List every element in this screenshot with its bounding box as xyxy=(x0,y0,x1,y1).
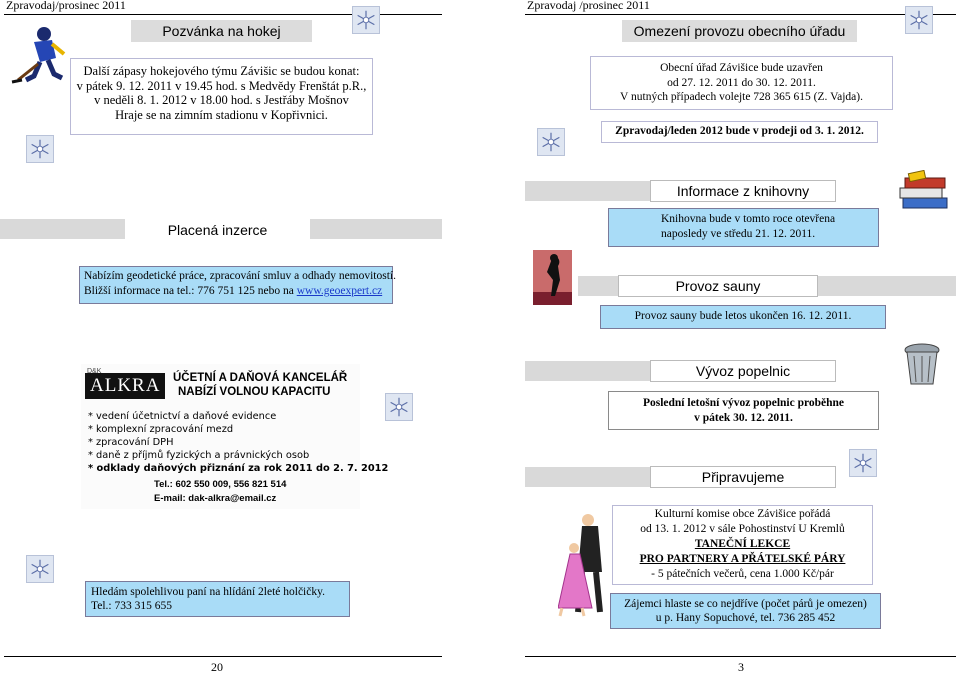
library-text: Knihovna bude v tomto roce otevřena napo… xyxy=(608,212,861,242)
waste-title: Vývoz popelnic xyxy=(650,360,836,382)
library-box xyxy=(608,208,879,247)
upcoming-text: Kulturní komise obce Závišice pořádá od … xyxy=(612,507,873,582)
geodetic-contact: Bližší informace na tel.: 776 751 125 ne… xyxy=(84,285,297,297)
library-line-2: naposledy ve středu 21. 12. 2011. xyxy=(661,228,816,240)
office-title: Omezení provozu obecního úřadu xyxy=(622,20,857,42)
library-title: Informace z knihovny xyxy=(650,180,836,202)
geodetic-link[interactable]: www.geoexpert.cz xyxy=(296,285,383,297)
alkra-logo: ALKRA xyxy=(85,373,166,399)
upcoming-line-4: PRO PARTNERY A PŘÁTELSKÉ PÁRY xyxy=(639,553,846,565)
ads-bar-right xyxy=(310,219,442,239)
hockey-text: Další zápasy hokejového týmu Závišic se … xyxy=(70,64,373,122)
snowflake-icon xyxy=(905,6,933,34)
office-line-2: od 27. 12. 2011 do 30. 12. 2011. xyxy=(667,76,816,89)
hockey-box xyxy=(70,58,373,135)
hockey-player-icon xyxy=(4,24,70,86)
alkra-services: * vedení účetnictví a daňové evidence * … xyxy=(88,410,388,475)
alkra-item: * daně z příjmů fyzických a právnických … xyxy=(88,450,310,461)
hockey-line-2: v pátek 9. 12. 2011 v 19.45 hod. s Medvě… xyxy=(76,78,367,93)
ads-title: Placená inzerce xyxy=(167,222,268,238)
waste-line-2: v pátek 30. 12. 2011. xyxy=(694,412,793,424)
alkra-item: * zpracování DPH xyxy=(88,437,174,448)
right-page-header: Zpravodaj /prosinec 2011 xyxy=(527,0,650,12)
upcoming-line-1: Kulturní komise obce Závišice pořádá xyxy=(654,508,831,520)
hockey-line-3: v neděli 8. 1. 2012 v 18.00 hod. s Jestř… xyxy=(94,93,349,107)
left-footer-rule xyxy=(4,656,442,657)
geodetic-line-2: Bližší informace na tel.: 776 751 125 ne… xyxy=(84,284,396,299)
left-page-header: Zpravodaj/prosinec 2011 xyxy=(6,0,126,12)
dancing-couple-icon xyxy=(557,512,610,620)
trash-can-icon xyxy=(901,340,943,388)
newsletter-box xyxy=(601,121,878,143)
snowflake-icon xyxy=(385,393,413,421)
waste-line-1: Poslední letošní vývoz popelnic proběhne xyxy=(642,397,845,409)
snowflake-icon xyxy=(849,449,877,477)
sauna-text: Provoz sauny bude letos ukončen 16. 12. … xyxy=(634,310,852,322)
office-box xyxy=(590,56,893,110)
sauna-woman-icon xyxy=(533,250,572,305)
office-text: Obecní úřad Závišice bude uzavřen od 27.… xyxy=(590,61,893,105)
alkra-logo-prefix: D&K xyxy=(87,368,102,375)
signup-line-2: u p. Hany Sopuchové, tel. 736 285 452 xyxy=(655,612,836,624)
sauna-bar-left xyxy=(578,276,618,296)
upcoming-line-3: TANEČNÍ LEKCE xyxy=(694,538,791,550)
alkra-ad: D&K ALKRA ÚČETNÍ A DAŇOVÁ KANCELÁŘ NABÍZ… xyxy=(81,364,388,509)
waste-text: Poslední letošní vývoz popelnic proběhne… xyxy=(608,396,879,426)
newsletter-text: Zpravodaj/leden 2012 bude v prodeji od 3… xyxy=(615,125,864,137)
library-line-1: Knihovna bude v tomto roce otevřena xyxy=(661,213,836,225)
snowflake-icon xyxy=(26,555,54,583)
upcoming-title: Připravujeme xyxy=(650,466,836,488)
right-page-number: 3 xyxy=(738,660,744,674)
waste-bar-left xyxy=(525,361,650,381)
alkra-tel: Tel.: 602 550 009, 556 821 514 xyxy=(154,479,287,490)
sauna-bar-right xyxy=(818,276,956,296)
upcoming-box xyxy=(612,505,873,585)
geodetic-box xyxy=(79,266,393,304)
ads-bar-left xyxy=(0,219,125,239)
babysit-line-2: Tel.: 733 315 655 xyxy=(91,600,172,612)
alkra-headline-1: ÚČETNÍ A DAŇOVÁ KANCELÁŘ xyxy=(173,372,348,384)
library-bar-left xyxy=(525,181,650,201)
left-header-rule xyxy=(4,14,442,15)
hockey-title: Pozvánka na hokej xyxy=(131,20,312,42)
alkra-item: * odklady daňových přiznání za rok 2011 … xyxy=(88,463,389,474)
books-icon xyxy=(897,169,949,214)
signup-line-1: Zájemci hlaste se co nejdříve (počet pár… xyxy=(624,598,867,610)
babysit-text: Hledám spolehlivou paní na hlídání 2leté… xyxy=(91,585,325,613)
hockey-line-4: Hraje se na zimním stadionu v Kopřivnici… xyxy=(115,107,328,122)
left-page-number: 20 xyxy=(211,660,223,674)
right-footer-rule xyxy=(525,656,956,657)
office-line-3: V nutných případech volejte 728 365 615 … xyxy=(620,91,863,103)
waste-box xyxy=(608,391,879,430)
alkra-email: E-mail: dak-alkra@email.cz xyxy=(154,493,277,504)
office-line-1: Obecní úřad Závišice bude uzavřen xyxy=(660,62,823,74)
upcoming-line-2: od 13. 1. 2012 v sále Pohostinství U Kre… xyxy=(640,523,845,535)
geodetic-line-1: Nabízím geodetické práce, zpracování sml… xyxy=(84,270,396,282)
hockey-line-1: Další zápasy hokejového týmu Závišic se … xyxy=(83,64,360,78)
right-header-rule xyxy=(525,14,956,15)
signup-text: Zájemci hlaste se co nejdříve (počet pár… xyxy=(610,597,881,625)
upcoming-line-5: - 5 pátečních večerů, cena 1.000 Kč/pár xyxy=(651,568,834,580)
snowflake-icon xyxy=(352,6,380,34)
sauna-box xyxy=(600,305,886,329)
signup-box xyxy=(610,593,881,629)
alkra-headline-2: NABÍZÍ VOLNOU KAPACITU xyxy=(178,386,331,398)
snowflake-icon xyxy=(537,128,565,156)
snowflake-icon xyxy=(26,135,54,163)
geodetic-text: Nabízím geodetické práce, zpracování sml… xyxy=(84,269,396,299)
upcoming-bar-left xyxy=(525,467,650,487)
sauna-title: Provoz sauny xyxy=(618,275,818,297)
alkra-item: * komplexní zpracování mezd xyxy=(88,424,234,435)
babysit-box xyxy=(85,581,350,617)
alkra-item: * vedení účetnictví a daňové evidence xyxy=(88,411,277,422)
babysit-line-1: Hledám spolehlivou paní na hlídání 2leté… xyxy=(91,586,325,598)
